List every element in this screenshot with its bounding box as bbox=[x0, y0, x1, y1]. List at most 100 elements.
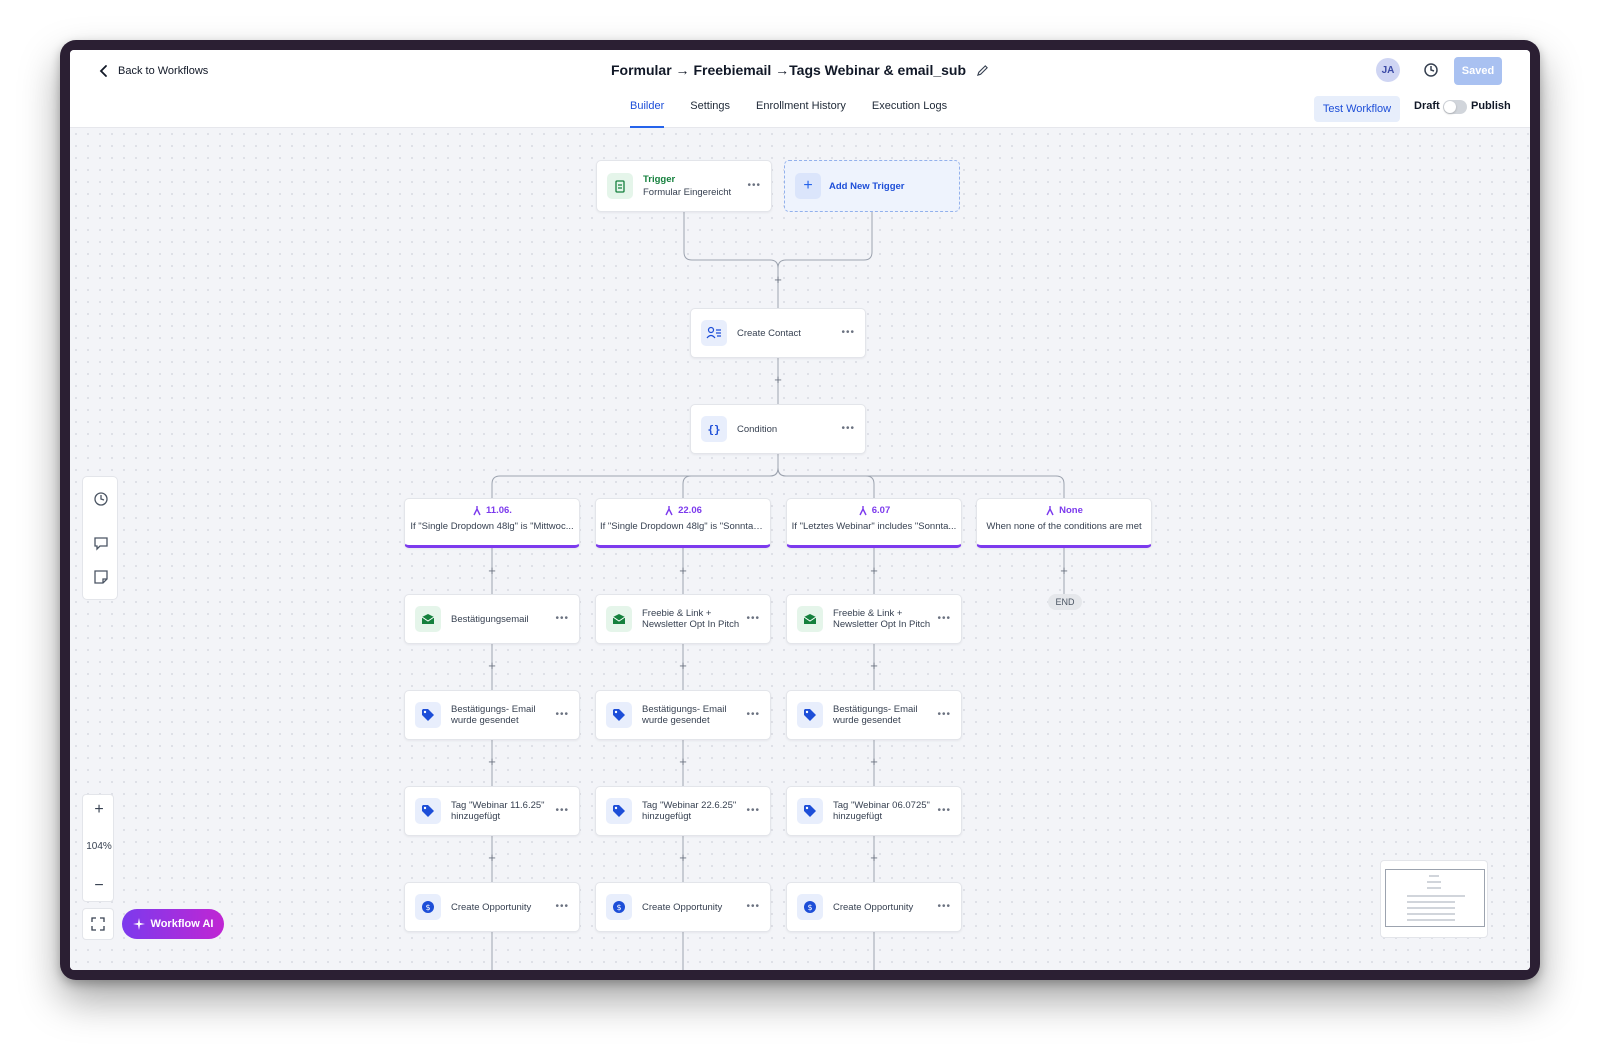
user-list-icon bbox=[701, 320, 727, 346]
add-step-button[interactable]: + bbox=[679, 754, 687, 769]
workflow-title: Formular → Freebiemail →Tags Webinar & e… bbox=[70, 62, 1530, 78]
more-icon[interactable]: ••• bbox=[746, 613, 760, 624]
test-workflow-button[interactable]: Test Workflow bbox=[1314, 96, 1400, 122]
workflow-ai-button[interactable]: Workflow AI bbox=[122, 909, 224, 939]
opportunity-action-node[interactable]: $ Create Opportunity ••• bbox=[404, 882, 580, 932]
tag-action-label: Tag "Webinar 22.6.25" hinzugefügt bbox=[642, 800, 737, 822]
add-step-button[interactable]: + bbox=[488, 754, 496, 769]
back-label: Back to Workflows bbox=[118, 65, 209, 77]
tag-icon bbox=[415, 798, 441, 824]
draft-label: Draft bbox=[1414, 100, 1440, 112]
opportunity-action-node[interactable]: $ Create Opportunity ••• bbox=[595, 882, 771, 932]
canvas-tools-panel bbox=[82, 476, 118, 600]
tag-action-node[interactable]: Bestätigungs- Email wurde gesendet ••• bbox=[786, 690, 962, 740]
history-icon[interactable] bbox=[93, 491, 109, 507]
tag-action-node[interactable]: Tag "Webinar 11.6.25" hinzugefügt ••• bbox=[404, 786, 580, 836]
more-icon[interactable]: ••• bbox=[937, 901, 951, 912]
sparkle-icon bbox=[132, 918, 145, 930]
email-action-node[interactable]: Freebie & Link + Newsletter Opt In Pitch… bbox=[786, 594, 962, 644]
add-step-button[interactable]: + bbox=[870, 850, 878, 865]
add-step-button[interactable]: + bbox=[774, 272, 782, 287]
email-action-label: Freebie & Link + Newsletter Opt In Pitch bbox=[642, 608, 740, 630]
tab-enrollment-history[interactable]: Enrollment History bbox=[756, 100, 846, 112]
more-icon[interactable]: ••• bbox=[555, 805, 569, 816]
add-step-button[interactable]: + bbox=[870, 658, 878, 673]
add-step-button[interactable]: + bbox=[1060, 563, 1068, 578]
branch-condition: If "Letztes Webinar" includes "Sonnta... bbox=[791, 521, 957, 532]
zoom-level: 104% bbox=[86, 841, 112, 852]
branch-condition: When none of the conditions are met bbox=[986, 521, 1142, 532]
branch-title: 6.07 bbox=[871, 505, 891, 516]
sticky-note-icon[interactable] bbox=[93, 569, 109, 585]
dollar-icon: $ bbox=[797, 894, 823, 920]
history-icon[interactable] bbox=[1422, 61, 1440, 79]
trigger-node[interactable]: Trigger Formular Eingereicht ••• bbox=[596, 160, 772, 212]
branch-node[interactable]: 6.07 If "Letztes Webinar" includes "Sonn… bbox=[786, 498, 962, 548]
more-icon[interactable]: ••• bbox=[746, 709, 760, 720]
pencil-icon[interactable] bbox=[976, 64, 989, 77]
more-icon[interactable]: ••• bbox=[746, 901, 760, 912]
fork-icon bbox=[1046, 506, 1054, 516]
more-icon[interactable]: ••• bbox=[841, 327, 855, 338]
tag-action-node[interactable]: Bestätigungs- Email wurde gesendet ••• bbox=[404, 690, 580, 740]
branch-node[interactable]: 11.06. If "Single Dropdown 48lg" is "Mit… bbox=[404, 498, 580, 548]
add-step-button[interactable]: + bbox=[679, 658, 687, 673]
zoom-controls: + 104% − bbox=[82, 794, 114, 902]
add-step-button[interactable]: + bbox=[488, 850, 496, 865]
zoom-out-button[interactable]: − bbox=[94, 877, 104, 894]
opportunity-action-node[interactable]: $ Create Opportunity ••• bbox=[786, 882, 962, 932]
opportunity-action-label: Create Opportunity bbox=[833, 901, 914, 913]
tag-action-node[interactable]: Bestätigungs- Email wurde gesendet ••• bbox=[595, 690, 771, 740]
zoom-in-button[interactable]: + bbox=[94, 801, 104, 818]
workflow-canvas[interactable]: Trigger Formular Eingereicht ••• + Add N… bbox=[70, 128, 1530, 970]
back-to-workflows-link[interactable]: Back to Workflows bbox=[98, 64, 208, 78]
more-icon[interactable]: ••• bbox=[937, 613, 951, 624]
more-icon[interactable]: ••• bbox=[555, 901, 569, 912]
tag-icon bbox=[415, 702, 441, 728]
add-new-trigger-button[interactable]: + Add New Trigger bbox=[784, 160, 960, 212]
create-contact-label: Create Contact bbox=[737, 327, 801, 339]
tag-icon bbox=[606, 798, 632, 824]
more-icon[interactable]: ••• bbox=[841, 423, 855, 434]
envelope-icon bbox=[606, 606, 632, 632]
tag-action-node[interactable]: Tag "Webinar 22.6.25" hinzugefügt ••• bbox=[595, 786, 771, 836]
add-step-button[interactable]: + bbox=[870, 563, 878, 578]
tab-builder[interactable]: Builder bbox=[630, 98, 665, 128]
more-icon[interactable]: ••• bbox=[747, 180, 761, 191]
opportunity-action-label: Create Opportunity bbox=[642, 901, 723, 913]
plus-icon: + bbox=[795, 173, 821, 199]
branch-node[interactable]: 22.06 If "Single Dropdown 48lg" is "Sonn… bbox=[595, 498, 771, 548]
clipboard-icon bbox=[607, 173, 633, 199]
add-step-button[interactable]: + bbox=[870, 754, 878, 769]
create-contact-node[interactable]: Create Contact ••• bbox=[690, 308, 866, 358]
add-step-button[interactable]: + bbox=[488, 658, 496, 673]
email-action-node[interactable]: Freebie & Link + Newsletter Opt In Pitch… bbox=[595, 594, 771, 644]
add-step-button[interactable]: + bbox=[488, 563, 496, 578]
minimap-preview bbox=[1407, 875, 1465, 921]
publish-toggle[interactable] bbox=[1443, 100, 1467, 114]
more-icon[interactable]: ••• bbox=[555, 613, 569, 624]
email-action-node[interactable]: Bestätigungsemail ••• bbox=[404, 594, 580, 644]
saved-button[interactable]: Saved bbox=[1454, 57, 1502, 85]
more-icon[interactable]: ••• bbox=[937, 805, 951, 816]
add-step-button[interactable]: + bbox=[774, 372, 782, 387]
svg-text:$: $ bbox=[616, 903, 621, 912]
condition-node[interactable]: {} Condition ••• bbox=[690, 404, 866, 454]
more-icon[interactable]: ••• bbox=[555, 709, 569, 720]
tab-settings[interactable]: Settings bbox=[690, 100, 730, 112]
add-step-button[interactable]: + bbox=[679, 563, 687, 578]
more-icon[interactable]: ••• bbox=[937, 709, 951, 720]
comment-icon[interactable] bbox=[93, 535, 109, 551]
tab-execution-logs[interactable]: Execution Logs bbox=[871, 100, 948, 112]
email-action-label: Freebie & Link + Newsletter Opt In Pitch bbox=[833, 608, 931, 630]
tag-action-node[interactable]: Tag "Webinar 06.0725" hinzugefügt ••• bbox=[786, 786, 962, 836]
more-icon[interactable]: ••• bbox=[746, 805, 760, 816]
minimap[interactable] bbox=[1380, 860, 1488, 938]
envelope-icon bbox=[797, 606, 823, 632]
fit-view-button[interactable] bbox=[82, 908, 114, 940]
tag-icon bbox=[797, 798, 823, 824]
add-step-button[interactable]: + bbox=[679, 850, 687, 865]
dollar-icon: $ bbox=[606, 894, 632, 920]
branch-node[interactable]: None When none of the conditions are met bbox=[976, 498, 1152, 548]
avatar[interactable]: JA bbox=[1376, 58, 1400, 82]
